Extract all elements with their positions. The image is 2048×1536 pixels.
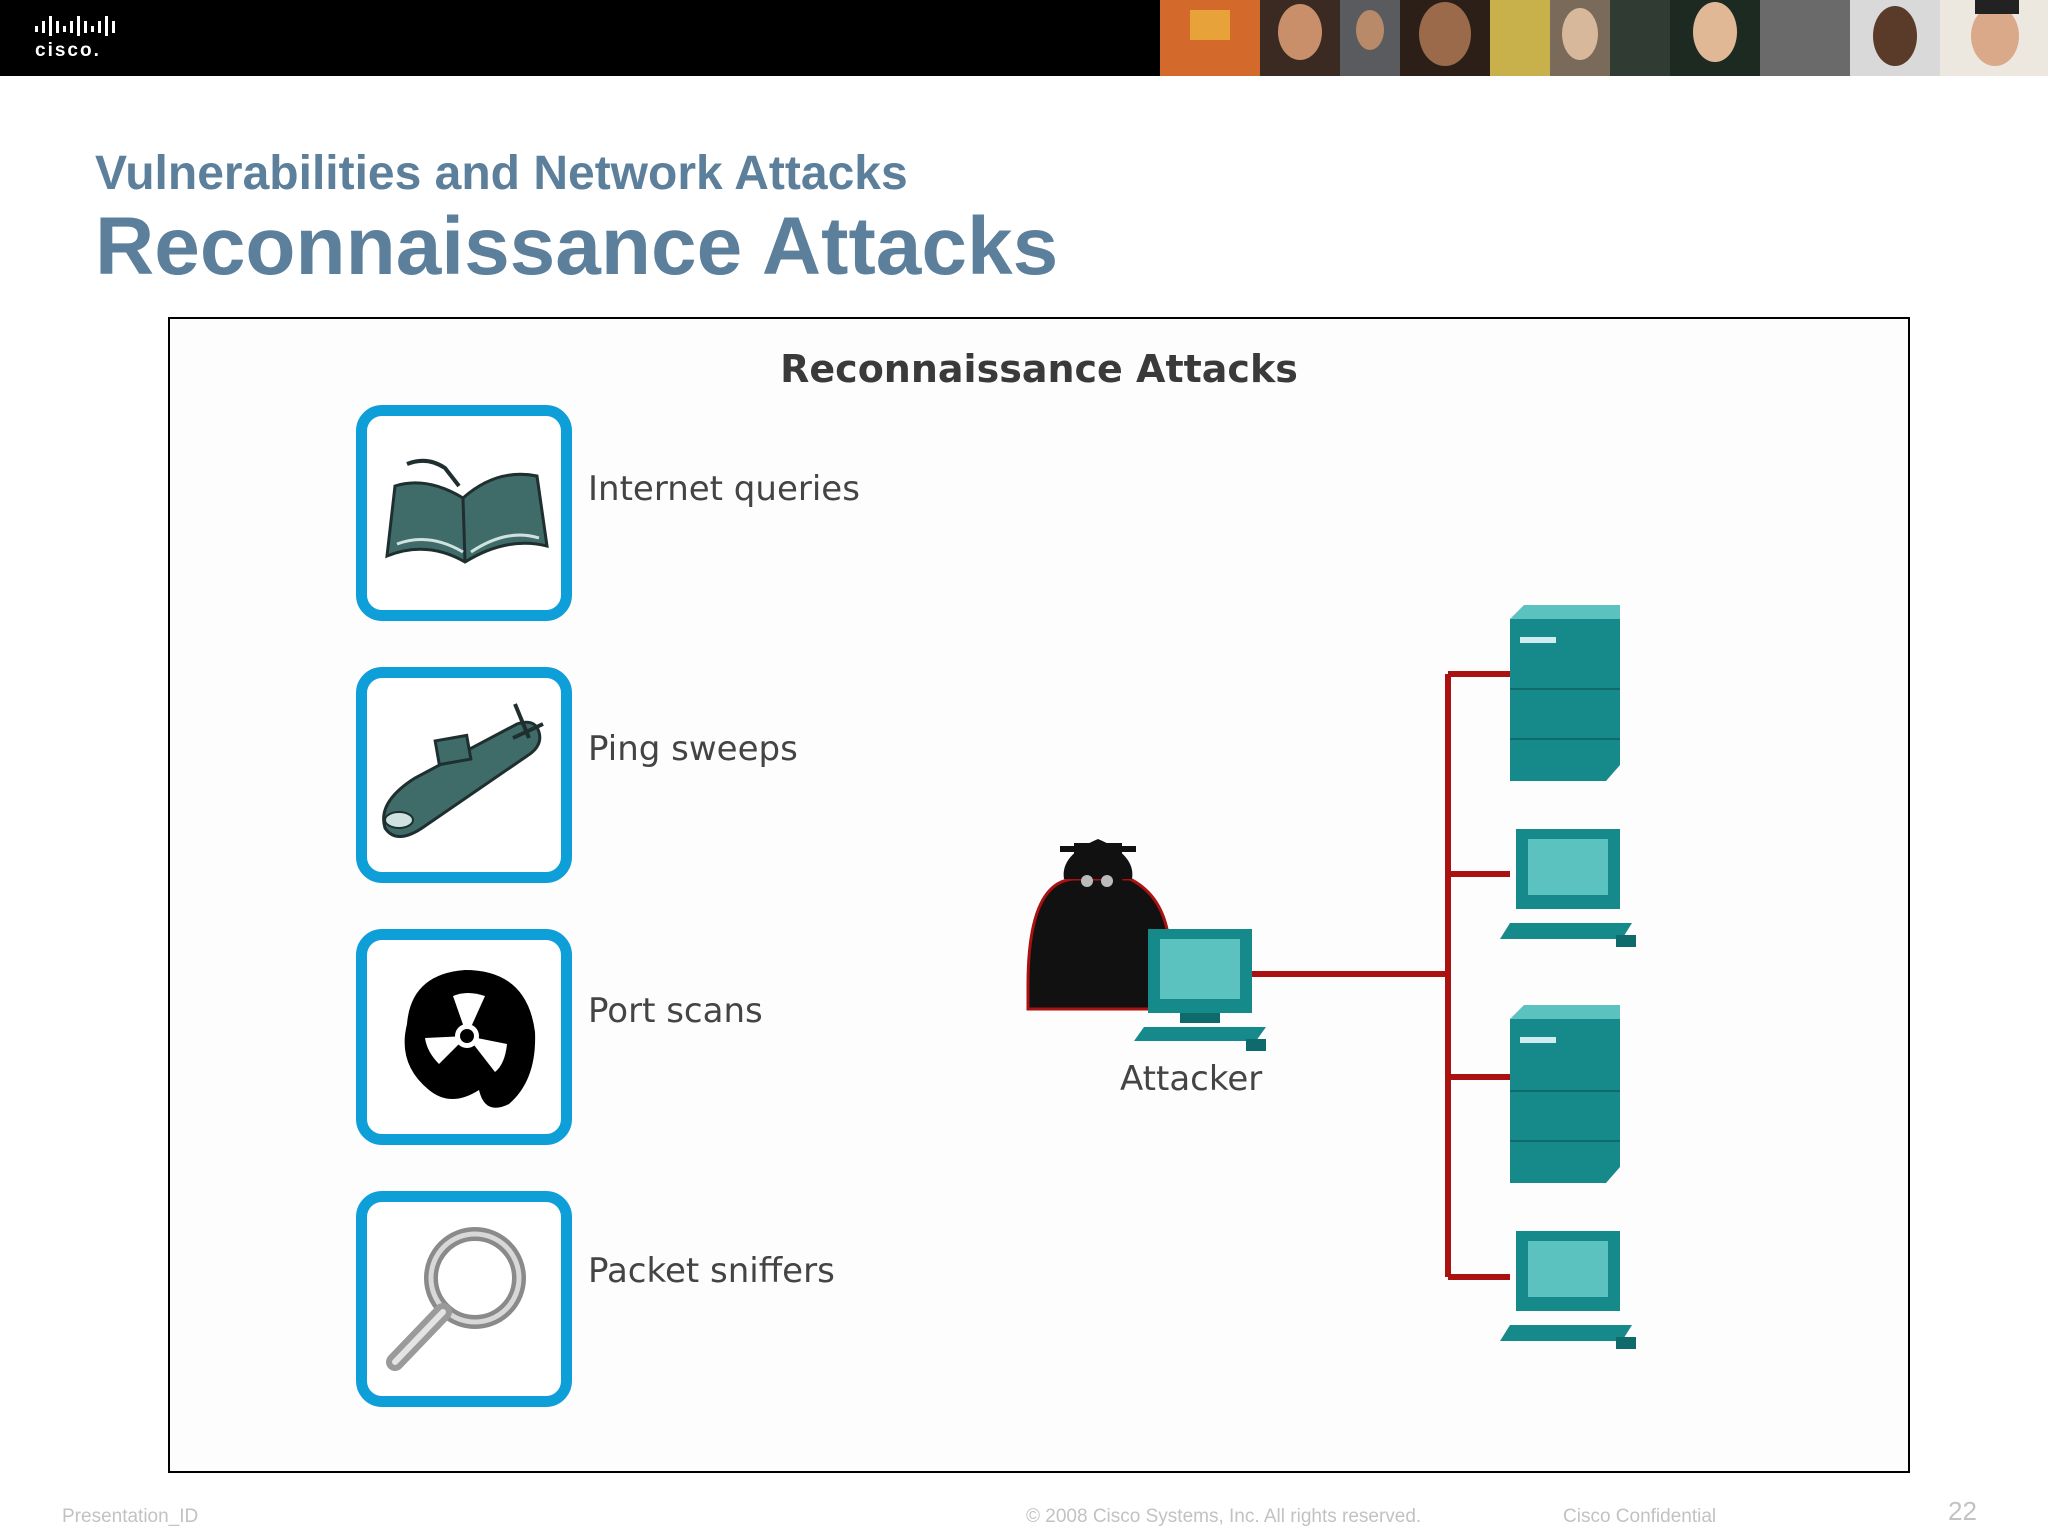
workstation-icon bbox=[1500, 829, 1636, 947]
submarine-icon bbox=[382, 703, 544, 838]
magnifying-glass-icon bbox=[386, 1227, 526, 1371]
network-links bbox=[1250, 671, 1510, 1280]
page-number: 22 bbox=[1948, 1496, 1977, 1526]
internet-queries-tile bbox=[356, 405, 572, 621]
slide-title: Reconnaissance Attacks bbox=[95, 201, 1059, 292]
figure-panel: Reconnaissance Attacks Internet queries … bbox=[168, 317, 1910, 1473]
copyright-text: © 2008 Cisco Systems, Inc. All rights re… bbox=[1026, 1506, 1422, 1527]
presentation-id: Presentation_ID bbox=[62, 1506, 199, 1527]
attacker-label: Attacker bbox=[1120, 1059, 1263, 1099]
ping-sweeps-label: Ping sweeps bbox=[588, 729, 798, 769]
workstation-icon bbox=[1500, 1231, 1636, 1349]
cisco-logo bbox=[35, 16, 115, 36]
server-icon bbox=[1510, 605, 1620, 781]
packet-sniffers-label: Packet sniffers bbox=[588, 1251, 835, 1291]
packet-sniffers-tile bbox=[356, 1191, 572, 1407]
radiation-icon bbox=[404, 970, 536, 1108]
confidential-label: Cisco Confidential bbox=[1563, 1506, 1717, 1527]
cisco-wordmark: cisco. bbox=[35, 40, 101, 61]
slide-subtitle: Vulnerabilities and Network Attacks bbox=[95, 147, 908, 200]
port-scans-tile bbox=[356, 929, 572, 1145]
ping-sweeps-tile bbox=[356, 667, 572, 883]
port-scans-label: Port scans bbox=[588, 991, 763, 1031]
book-icon bbox=[385, 458, 549, 564]
attacker-pc-icon bbox=[1134, 929, 1266, 1051]
internet-queries-label: Internet queries bbox=[588, 469, 860, 509]
figure-title: Reconnaissance Attacks bbox=[780, 347, 1298, 391]
header-bar: cisco. bbox=[0, 0, 2048, 76]
people-photo-strip bbox=[1160, 0, 2048, 76]
server-icon bbox=[1510, 1005, 1620, 1183]
network-diagram bbox=[1026, 605, 1636, 1349]
